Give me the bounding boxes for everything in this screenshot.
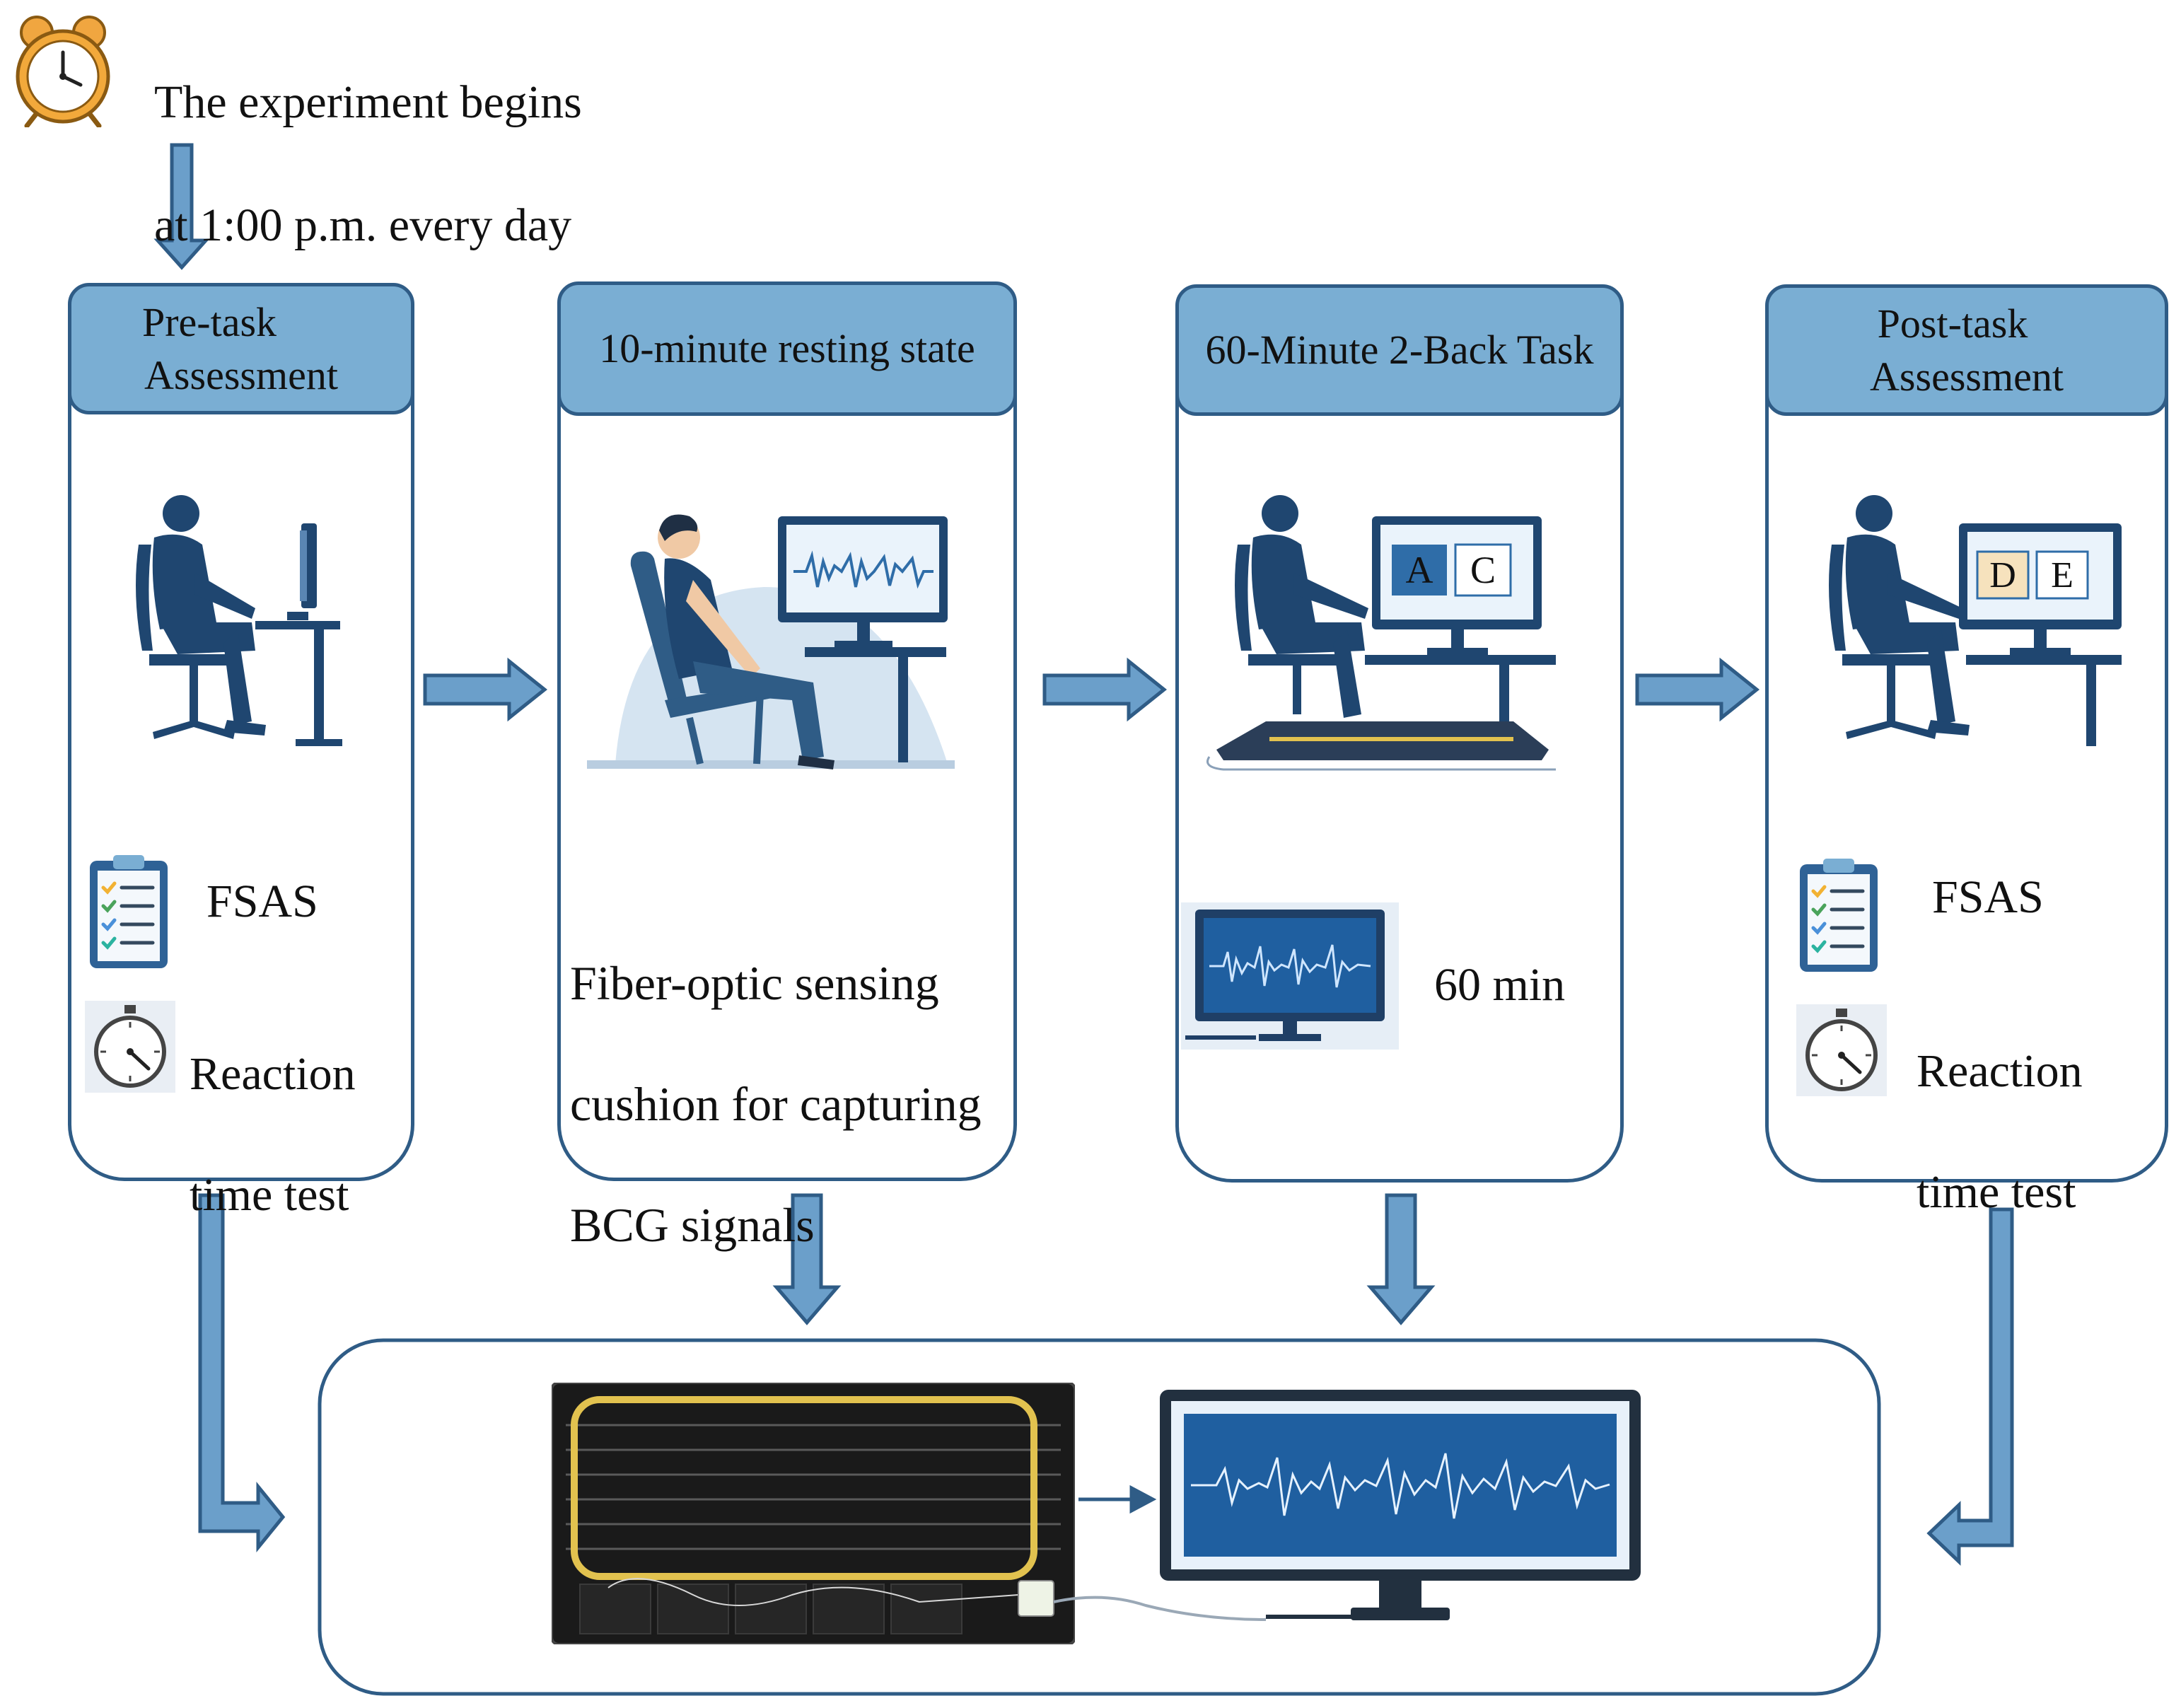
- fiber-optic-cushion-image: [550, 1381, 1076, 1646]
- stage-pre-task-reaction-test: Reaction time test: [190, 983, 356, 1286]
- arrow-stage1-to-bottom: [198, 1193, 286, 1553]
- arrow-stage3-down: [1366, 1193, 1436, 1325]
- stage-2back-letter-c: C: [1470, 549, 1496, 591]
- arrow-stage2-to-stage3: [1042, 657, 1168, 722]
- monitor-waveform-icon: [1181, 902, 1399, 1050]
- stage-pre-task-header: Pre-task Assessment: [68, 283, 414, 414]
- stage-resting-caption: Fiber-optic sensing cushion for capturin…: [570, 893, 982, 1317]
- clipboard-icon-post: [1796, 856, 1881, 976]
- stopwatch-icon-post: [1796, 1004, 1887, 1096]
- stage-post-task-fsas: FSAS: [1932, 871, 2044, 923]
- stage-post-task-letter-d: D: [1989, 554, 2016, 596]
- stage-pre-task-reaction-line1: Reaction: [190, 1047, 356, 1100]
- stage-post-task-title-line1: Post-task: [1877, 300, 2028, 347]
- stage-2back-letter-a: A: [1405, 549, 1433, 591]
- stage-post-task-letter-e: E: [2051, 554, 2074, 596]
- stage-post-task-reaction-test: Reaction time test: [1917, 980, 2083, 1284]
- arrow-stage2-down: [772, 1193, 842, 1325]
- arrow-stage1-to-stage2: [423, 657, 548, 722]
- stage-resting-caption-line2: cushion for capturing: [570, 1077, 982, 1132]
- alarm-clock-icon: [10, 14, 116, 129]
- stage-pre-task-title-line2: Assessment: [144, 352, 338, 398]
- stage-pre-task-fsas: FSAS: [207, 876, 318, 927]
- start-text: The experiment begins at 1:00 p.m. every…: [154, 10, 582, 318]
- stage-post-task-title-line2: Assessment: [1870, 354, 2064, 400]
- arrow-stage3-to-stage4: [1635, 657, 1760, 722]
- start-down-arrow: [153, 143, 210, 270]
- bcg-signal-monitor: [1160, 1390, 1641, 1630]
- stopwatch-icon: [85, 1001, 175, 1093]
- person-resting-in-chair-icon: [587, 488, 969, 778]
- start-text-line1: The experiment begins: [154, 76, 582, 129]
- arrow-stage4-to-bottom: [1926, 1207, 2014, 1566]
- stage-pre-task-title-line1: Pre-task: [141, 298, 277, 345]
- stage-2back-title: 60-Minute 2-Back Task: [1205, 327, 1594, 373]
- person-at-computer-post-icon: [1818, 488, 2129, 778]
- stage-resting-caption-line1: Fiber-optic sensing: [570, 955, 939, 1010]
- person-at-computer-icon: [110, 488, 351, 771]
- stage-resting-caption-line3: BCG signals: [570, 1198, 815, 1253]
- stage-post-task-reaction-line2: time test: [1917, 1166, 2076, 1219]
- clipboard-icon: [86, 852, 171, 972]
- stage-resting-title: 10-minute resting state: [599, 325, 975, 372]
- start-text-line2: at 1:00 p.m. every day: [154, 199, 572, 252]
- person-at-computer-2back-icon: [1202, 488, 1570, 778]
- stage-2back-duration: 60 min: [1434, 959, 1566, 1011]
- stage-pre-task-reaction-line2: time test: [190, 1169, 349, 1221]
- stage-resting-header: 10-minute resting state: [557, 281, 1017, 416]
- stage-2back-header: 60-Minute 2-Back Task: [1175, 284, 1624, 416]
- stage-post-task-header: Post-task Assessment: [1765, 284, 2168, 416]
- stage-post-task-reaction-line1: Reaction: [1917, 1045, 2083, 1097]
